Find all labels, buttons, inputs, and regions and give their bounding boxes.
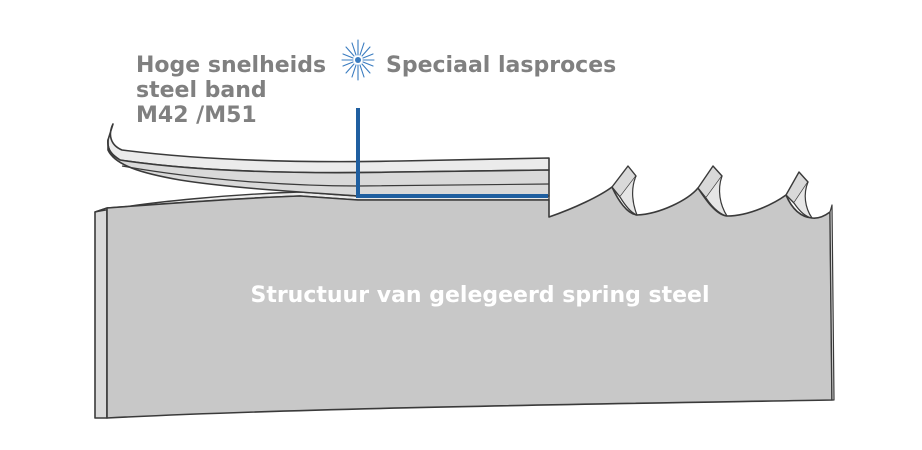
spring-steel-label: Structuur van gelegeerd spring steel	[250, 283, 709, 308]
weld-line	[356, 108, 548, 198]
hss-band-label-line3: M42 /M51	[136, 103, 257, 128]
tooth-2-gullet	[705, 175, 728, 217]
body-left-face	[94, 207, 108, 419]
hss-band-front-face	[107, 139, 550, 197]
hss-band-label-line1: Hoge snelheids	[136, 53, 326, 78]
welding-label: Speciaal lasproces	[386, 53, 616, 78]
hss-band-label-line2: steel band	[136, 78, 267, 103]
hss-band	[107, 123, 550, 197]
hss-band-top-face	[107, 123, 550, 174]
tooth-1-gullet	[619, 175, 638, 216]
spark-icon	[341, 39, 375, 81]
tooth-3-gullet	[793, 181, 813, 219]
hss-band-edge-line	[121, 165, 550, 187]
spring-steel-body	[94, 165, 835, 419]
body-right-edge	[829, 204, 835, 401]
